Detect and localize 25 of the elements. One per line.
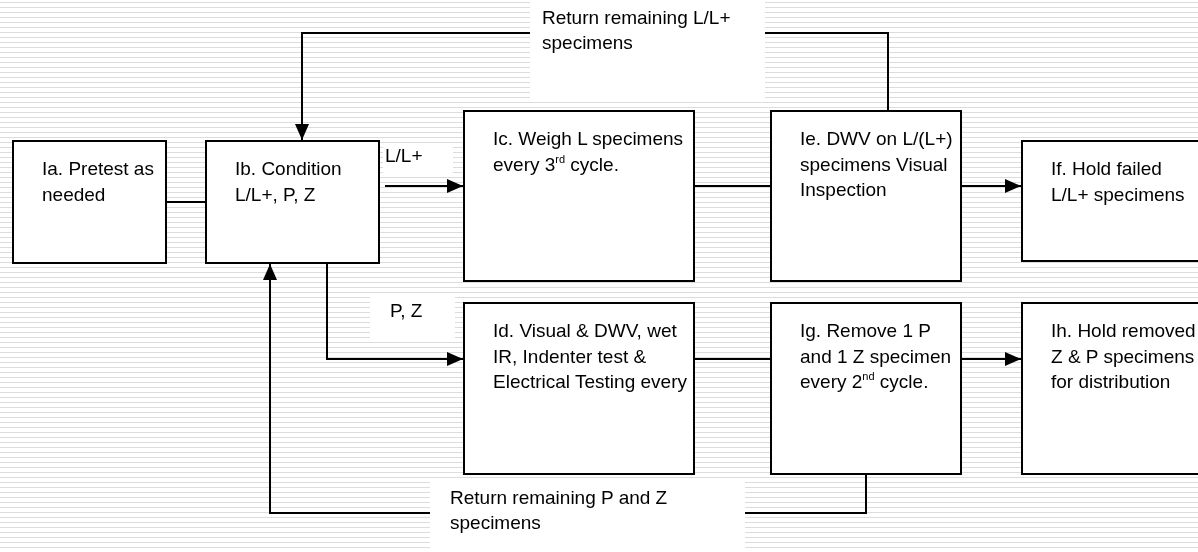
- process-box: [770, 302, 962, 475]
- box-text: Ih. Hold removed Z & P specimens for distribution: [1051, 319, 1197, 395]
- process-box: [463, 302, 695, 475]
- edge-label: L/L+: [383, 144, 453, 174]
- box-text: Ig. Remove 1 P and 1 Z specimen every 2$^{nd}$ cycle.: [800, 319, 953, 395]
- process-box: [1021, 302, 1198, 475]
- arrow: [326, 263, 464, 366]
- process-box: [1021, 140, 1198, 262]
- connector-line: [694, 185, 771, 187]
- arrow: [384, 179, 464, 193]
- box-text: If. Hold failed L/L+ specimens: [1051, 157, 1186, 207]
- box-text: Ia. Pretest as needed: [42, 157, 155, 207]
- box-text: Id. Visual & DWV, wet IR, Indenter test & Electrical Testing every: [493, 319, 687, 395]
- process-box: [770, 110, 962, 282]
- box-text: Ib. Condition L/L+, P, Z: [235, 157, 343, 207]
- process-box: [205, 140, 380, 264]
- arrow: [961, 179, 1022, 193]
- box-text: Ic. Weigh L specimens every 3$^{rd}$ cycle.: [493, 127, 685, 177]
- arrow: [961, 352, 1022, 366]
- process-box: [463, 110, 695, 282]
- process-box: [12, 140, 167, 264]
- connector-line: [694, 358, 771, 360]
- edge-label: Return remaining L/L+ specimens: [530, 0, 765, 100]
- connector-line: [166, 201, 206, 203]
- box-text: Ie. DWV on L/(L+) specimens Visual Inspection: [800, 127, 954, 203]
